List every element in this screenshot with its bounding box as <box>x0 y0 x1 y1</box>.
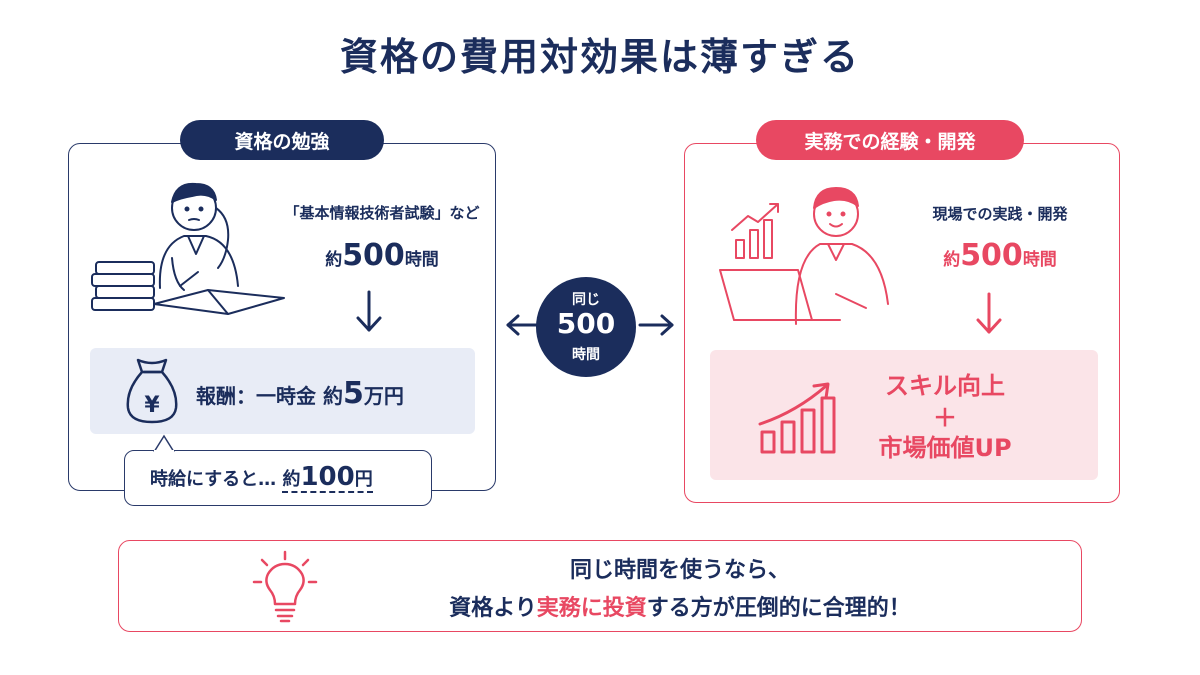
hourly-wage-text: 時給にすると… 約100円 <box>150 462 373 493</box>
practice-label: 実務での経験・開発 <box>756 120 1024 160</box>
bubble-tail <box>153 434 175 452</box>
conclusion-highlight: 実務に投資 <box>536 596 647 621</box>
laptop-person-icon <box>719 187 889 325</box>
growth-chart-icon <box>758 382 836 454</box>
down-arrow-icon <box>976 292 1002 334</box>
double-arrow-icon <box>506 314 674 336</box>
same-hours-top: 同じ <box>572 292 600 308</box>
same-hours-unit: 時間 <box>572 347 600 363</box>
skill-improve: スキル向上 <box>885 372 1005 400</box>
conclusion-box <box>118 540 1082 632</box>
skill-box <box>710 350 1098 480</box>
market-value-up: 市場価値UP <box>878 434 1012 462</box>
conclusion-line-1: 同じ時間を使うなら、 <box>569 558 790 583</box>
qualification-label: 資格の勉強 <box>180 120 384 160</box>
hourly-wage-bubble <box>124 450 432 506</box>
same-hours-badge <box>536 277 636 377</box>
practice-text: 現場での実践・開発 <box>932 205 1068 223</box>
exam-name: 「基本情報技術者試験」など <box>284 204 480 222</box>
studying-person-icon <box>91 182 285 315</box>
conclusion-line-2: 資格より実務に投資する方が圧倒的に合理的！ <box>449 596 911 621</box>
practice-hours: 約500時間 <box>943 238 1057 273</box>
same-hours-value: 500 <box>556 307 616 340</box>
study-hours: 約500時間 <box>325 238 439 273</box>
money-bag-icon: ¥ <box>126 358 178 424</box>
svg-text:¥: ¥ <box>144 393 160 418</box>
reward-text: 報酬：一時金 約5万円 <box>196 376 404 411</box>
page-title: 資格の費用対効果は薄すぎる <box>339 35 860 79</box>
lightbulb-icon <box>252 550 318 623</box>
skill-plus: ＋ <box>933 404 957 432</box>
down-arrow-icon <box>356 290 382 332</box>
